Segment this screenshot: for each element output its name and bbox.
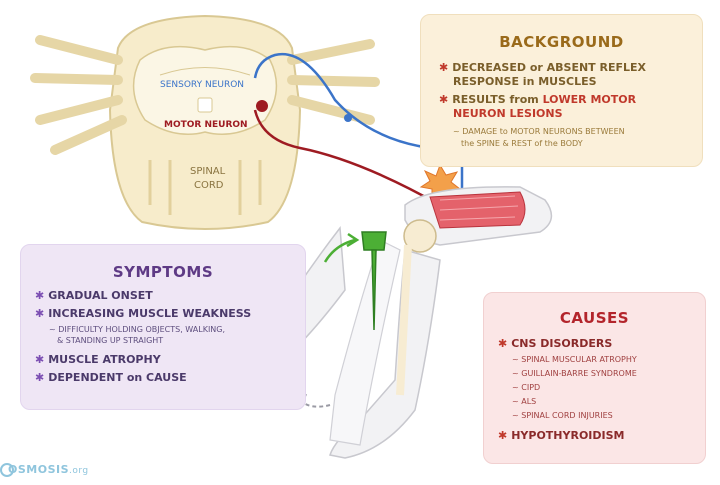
symptoms-item-3: ✱MUSCLE ATROPHY: [35, 353, 161, 366]
symptoms-item-1: ✱GRADUAL ONSET: [35, 289, 153, 302]
symptoms-sub-1: ~ DIFFICULTY HOLDING OBJECTS, WALKING,: [49, 325, 226, 334]
osmosis-brand: OSMOSIS.org: [8, 463, 89, 476]
symptoms-sub-2: & STANDING UP STRAIGHT: [57, 336, 164, 345]
background-sub-2: the SPINE & REST of the BODY: [461, 139, 583, 148]
causes-sub-5: ~ SPINAL CORD INJURIES: [512, 411, 613, 420]
background-item-2-cont: NEURON LESIONS: [453, 107, 563, 120]
causes-sub-4: ~ ALS: [512, 397, 537, 406]
motor-neuron-path: [253, 109, 441, 207]
background-title: BACKGROUND: [499, 33, 624, 51]
symptoms-title: SYMPTOMS: [112, 263, 214, 281]
osmosis-logo-icon: [0, 463, 14, 477]
causes-title: CAUSES: [559, 309, 630, 327]
causes-panel: CAUSES ✱CNS DISORDERS ~ SPINAL MUSCULAR …: [483, 292, 706, 464]
causes-sub-1: ~ SPINAL MUSCULAR ATROPHY: [512, 355, 637, 364]
sensory-neuron-path: [253, 52, 464, 212]
cord-label: CORD: [194, 180, 224, 191]
background-item-1: ✱DECREASED or ABSENT REFLEX: [439, 61, 647, 74]
symptoms-item-2: ✱INCREASING MUSCLE WEAKNESS: [35, 307, 252, 320]
background-item-1-cont: RESPONSE in MUSCLES: [453, 75, 597, 88]
causes-item-2: ✱HYPOTHYROIDISM: [498, 429, 625, 442]
causes-sub-2: ~ GUILLAIN-BARRE SYNDROME: [512, 369, 637, 378]
leg-illustration: [209, 186, 553, 459]
sensory-neuron-label: SENSORY NEURON: [160, 80, 245, 90]
causes-sub-3: ~ CIPD: [512, 383, 541, 392]
symptoms-item-4: ✱DEPENDENT on CAUSE: [35, 371, 187, 384]
spinal-label: SPINAL: [190, 166, 226, 177]
background-panel: BACKGROUND ✱DECREASED or ABSENT REFLEX R…: [420, 14, 703, 167]
background-sub-1: ~ DAMAGE to MOTOR NEURONS BETWEEN: [453, 127, 625, 136]
symptoms-panel: SYMPTOMS ✱GRADUAL ONSET ✱INCREASING MUSC…: [20, 244, 306, 410]
spinal-cord-illustration: [30, 14, 380, 230]
background-item-2: ✱RESULTS from LOWER MOTOR: [439, 93, 637, 106]
reflex-hammer-icon: [323, 231, 387, 331]
causes-item-1: ✱CNS DISORDERS: [498, 337, 613, 350]
motor-neuron-label: MOTOR NEURON: [164, 120, 248, 130]
